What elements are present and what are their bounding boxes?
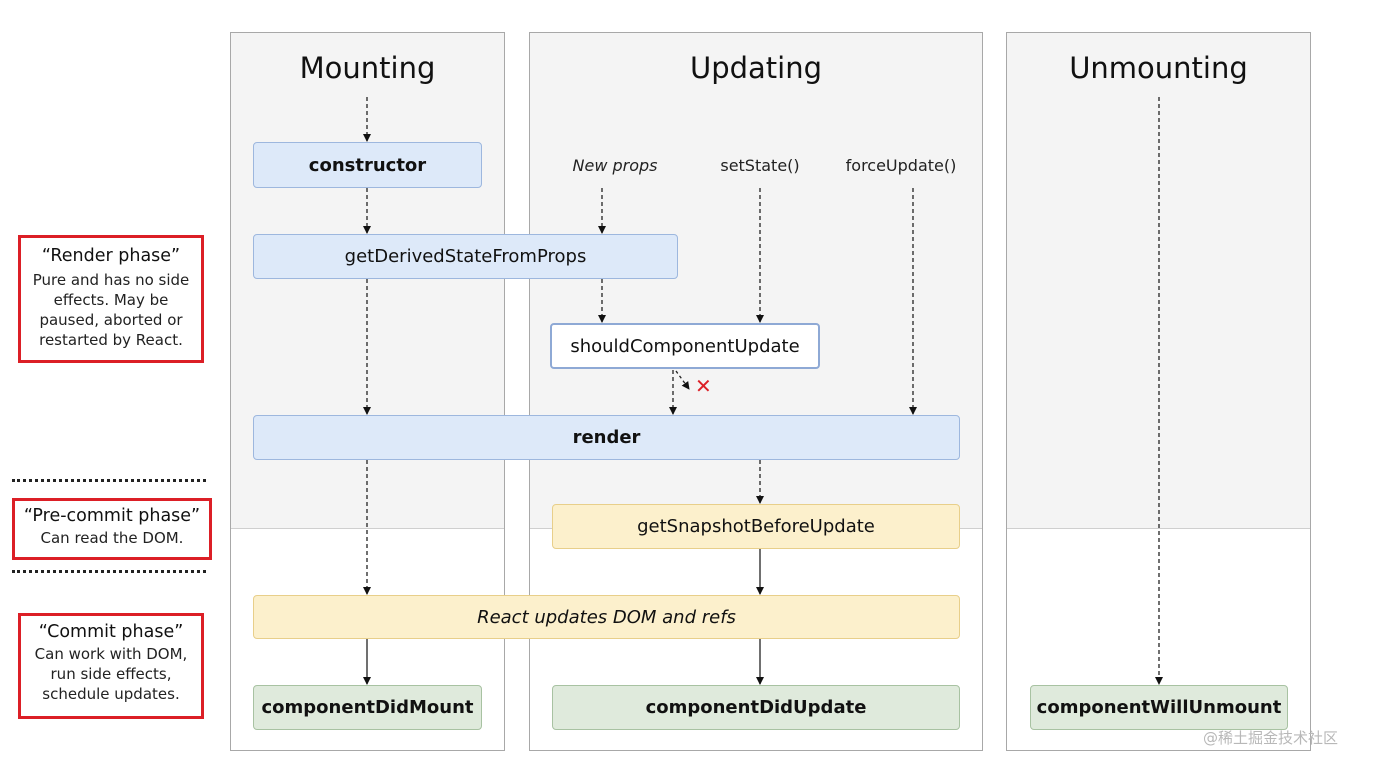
phase-divider xyxy=(1007,528,1310,529)
commit-phase-line: schedule updates. xyxy=(42,685,180,703)
precommit-phase-note: “Pre-commit phase” Can read the DOM. xyxy=(12,498,212,560)
commit-phase-line: Can work with DOM, xyxy=(34,645,188,663)
commit-phase-title: “Commit phase” xyxy=(38,622,184,642)
render-phase-line: paused, aborted or xyxy=(39,311,183,329)
arrow-scu-cancel xyxy=(675,370,690,390)
should-component-update-box: shouldComponentUpdate xyxy=(550,323,820,369)
cancel-x-icon: ✕ xyxy=(695,374,712,398)
precommit-phase-line: Can read the DOM. xyxy=(40,529,184,547)
phase-divider xyxy=(231,528,504,529)
commit-phase-note: “Commit phase” Can work with DOM, run si… xyxy=(18,613,204,719)
updating-title: Updating xyxy=(689,51,823,85)
get-snapshot-before-update-box: getSnapshotBeforeUpdate xyxy=(552,504,960,549)
component-did-update-box: componentDidUpdate xyxy=(552,685,960,730)
force-update-label: forceUpdate() xyxy=(845,156,957,175)
phase-separator-top xyxy=(12,479,206,482)
precommit-phase-title: “Pre-commit phase” xyxy=(23,506,201,526)
constructor-box: constructor xyxy=(253,142,482,188)
render-phase-title: “Render phase” xyxy=(41,246,181,266)
render-box: render xyxy=(253,415,960,460)
render-phase-note: “Render phase” Pure and has no side effe… xyxy=(18,235,204,363)
phase-separator-bottom xyxy=(12,570,206,573)
render-phase-line: restarted by React. xyxy=(39,331,183,349)
component-did-mount-box: componentDidMount xyxy=(253,685,482,730)
render-phase-line: Pure and has no side xyxy=(32,271,190,289)
get-derived-state-from-props-box: getDerivedStateFromProps xyxy=(253,234,678,279)
unmounting-title: Unmounting xyxy=(1069,51,1248,85)
new-props-label: New props xyxy=(572,156,658,175)
react-updates-dom-box: React updates DOM and refs xyxy=(253,595,960,639)
commit-phase-line: run side effects, xyxy=(50,665,172,683)
set-state-label: setState() xyxy=(720,156,800,175)
component-will-unmount-box: componentWillUnmount xyxy=(1030,685,1288,730)
mounting-title: Mounting xyxy=(299,51,436,85)
render-phase-line: effects. May be xyxy=(53,291,169,309)
watermark: @稀土掘金技术社区 xyxy=(1203,729,1339,747)
